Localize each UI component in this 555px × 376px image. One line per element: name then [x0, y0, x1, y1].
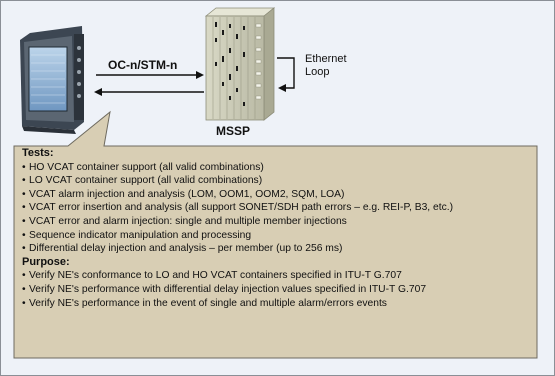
ethernet-loop-label-line2: Loop: [305, 66, 330, 78]
test-instrument-icon: [20, 26, 84, 134]
test-item: Sequence indicator manipulation and proc…: [22, 229, 537, 243]
test-item: LO VCAT container support (all valid com…: [22, 174, 537, 188]
test-item: VCAT error and alarm injection: single a…: [22, 215, 537, 229]
test-item: Differential delay injection and analysi…: [22, 242, 537, 256]
link-arrows: [94, 71, 204, 96]
diagram-canvas: [20, 7, 295, 134]
ethernet-loop-arrow: [277, 57, 295, 92]
ethernet-loop-label: Ethernet Loop: [305, 53, 347, 79]
purpose-list: Verify NE's conformance to LO and HO VCA…: [22, 269, 537, 310]
mssp-label: MSSP: [216, 124, 251, 138]
purpose-item: Verify NE's conformance to LO and HO VCA…: [22, 269, 537, 283]
purpose-item: Verify NE's performance in the event of …: [22, 297, 537, 311]
link-label: OC-n/STM-n: [108, 58, 178, 72]
test-item: VCAT error insertion and analysis (all s…: [22, 201, 537, 215]
tests-list: HO VCAT container support (all valid com…: [22, 161, 537, 256]
test-item: VCAT alarm injection and analysis (LOM, …: [22, 188, 537, 202]
ethernet-loop-label-line1: Ethernet: [305, 53, 347, 65]
purpose-item: Verify NE's performance with differentia…: [22, 283, 537, 297]
purpose-heading: Purpose:: [22, 255, 70, 268]
test-item: HO VCAT container support (all valid com…: [22, 161, 537, 175]
mssp-rack-icon: [204, 7, 276, 121]
tests-heading: Tests:: [22, 147, 54, 159]
callout-text: Tests: HO VCAT container support (all va…: [22, 147, 537, 310]
